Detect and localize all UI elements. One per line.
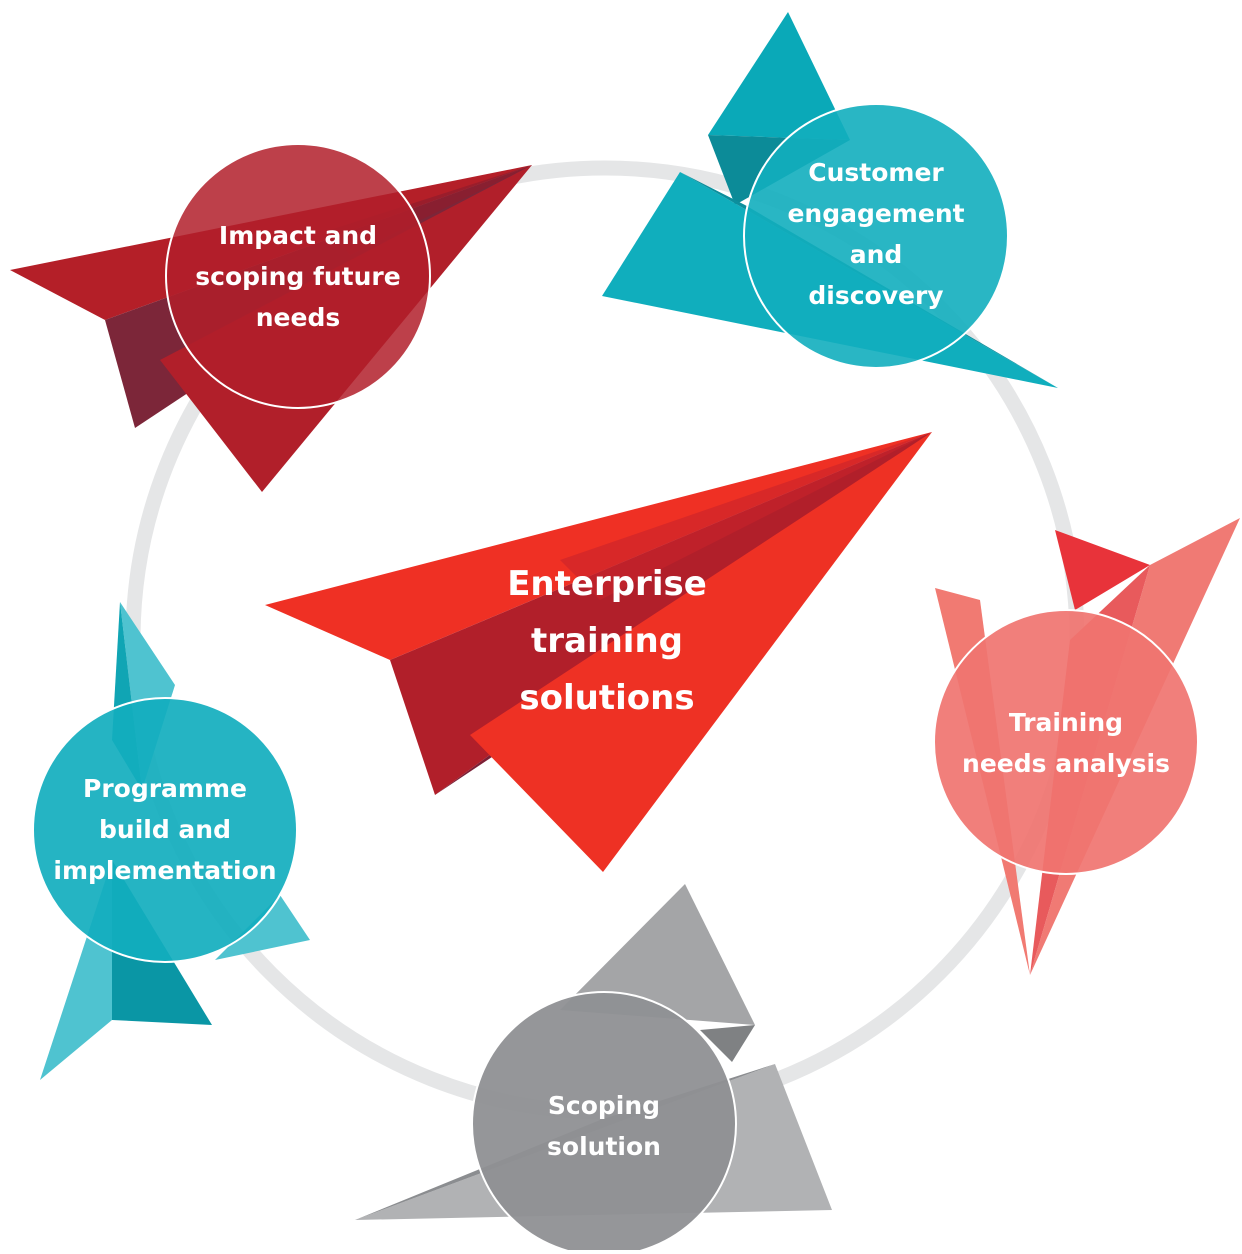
customer-label-line-4: discovery	[808, 281, 944, 310]
programme-label-line-3: implementation	[53, 856, 277, 885]
center-label-line-2: training	[530, 621, 684, 661]
impact-label-line-3: needs	[255, 303, 341, 332]
scoping-circle	[471, 991, 737, 1254]
customer-circle	[743, 103, 1009, 369]
scoping-label-line-2: solution	[547, 1132, 661, 1161]
customer-label-line-3: and	[849, 240, 903, 269]
scoping-label-line-1: Scoping	[547, 1091, 661, 1120]
programme-label: Programme build and implementation	[35, 768, 295, 891]
programme-circle	[32, 697, 298, 963]
customer-label: Customer engagement and discovery	[746, 152, 1006, 316]
programme-label-line-1: Programme	[83, 774, 247, 803]
training-label: Training needs analysis	[936, 702, 1196, 784]
center-label-line-3: solutions	[519, 678, 695, 718]
programme-label-line-2: build and	[99, 815, 231, 844]
center-label-line-1: Enterprise	[507, 564, 707, 604]
training-label-line-1: Training	[1008, 708, 1124, 737]
customer-label-line-1: Customer	[808, 158, 944, 187]
impact-label-line-1: Impact and	[218, 221, 378, 250]
scoping-label: Scoping solution	[474, 1085, 734, 1167]
customer-label-line-2: engagement	[787, 199, 965, 228]
impact-circle	[165, 143, 431, 409]
center-paper-plane	[265, 432, 932, 872]
impact-label-line-2: scoping future	[195, 262, 401, 291]
training-label-line-2: needs analysis	[962, 749, 1170, 778]
impact-label: Impact and scoping future needs	[168, 215, 428, 338]
training-circle	[933, 609, 1199, 875]
center-label: Enterprise training solutions	[457, 556, 757, 727]
